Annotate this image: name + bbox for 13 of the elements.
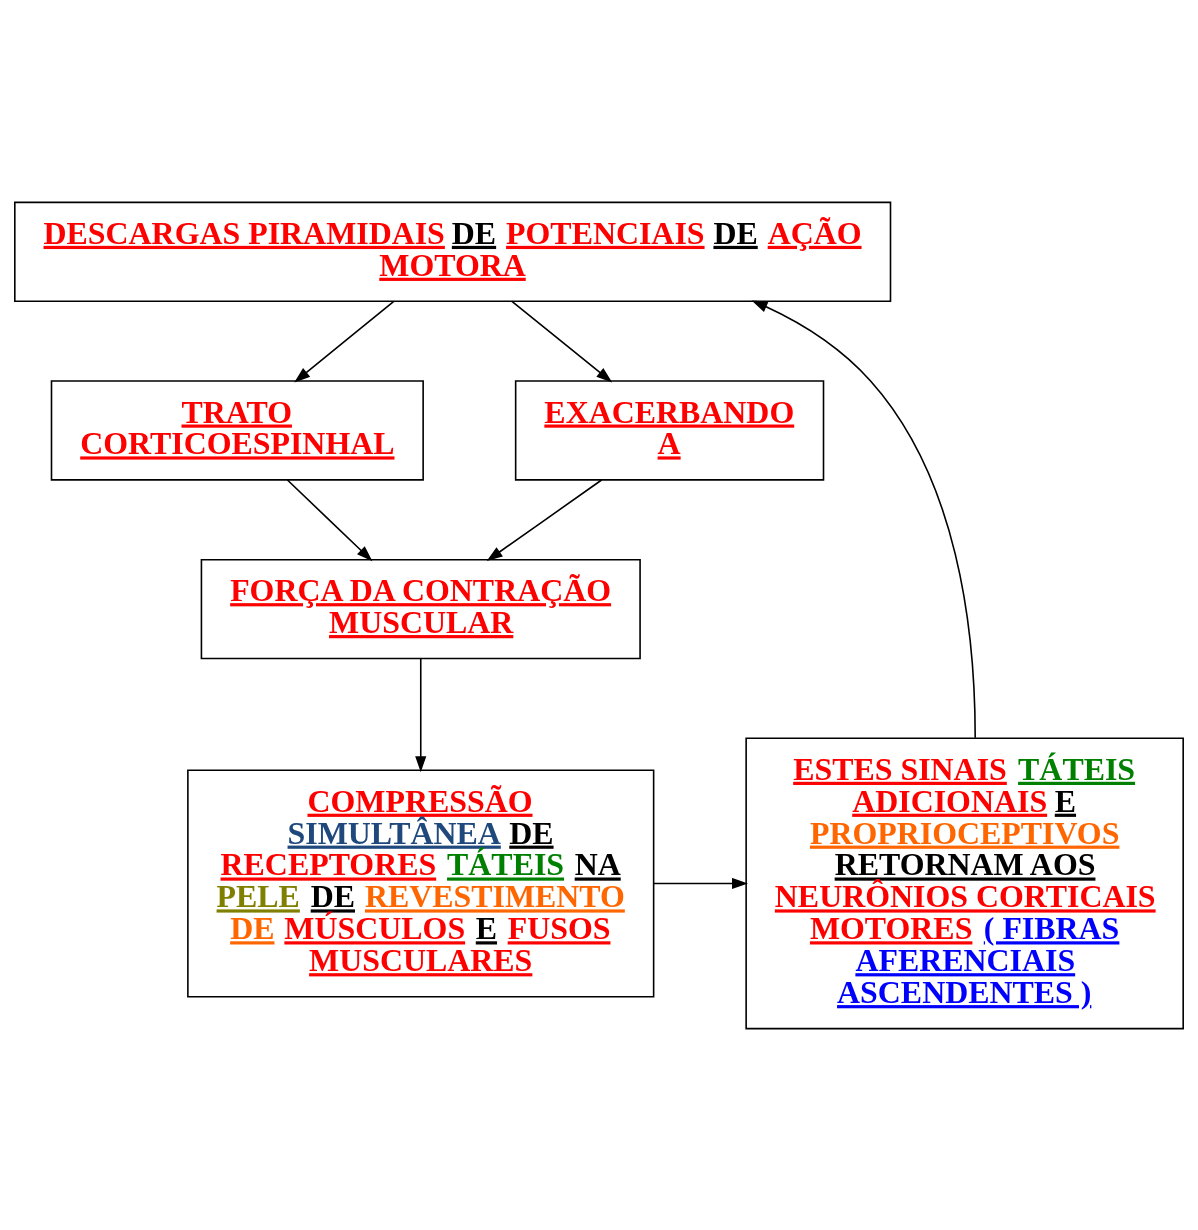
arrow	[415, 657, 427, 772]
arrow	[294, 300, 395, 382]
node-box: FORÇA DA CONTRAÇÃO MUSCULAR	[200, 558, 641, 659]
node-box: COMPRESSÃO SIMULTÂNEA DE RECEPTORES TÁTEIS NA PELE DE REVESTIMENTO DE MÚSCULOS E FUSOS MUSCULARES	[187, 768, 655, 997]
arrow	[751, 299, 976, 739]
arrow	[511, 300, 613, 382]
arrow	[653, 877, 748, 889]
arrow	[486, 478, 603, 561]
node-box: EXACERBANDO A	[514, 379, 825, 481]
arrow	[286, 478, 373, 561]
node-box: TRATO CORTICOESPINHAL	[50, 379, 424, 481]
node-box: ESTES SINAIS TÁTEIS ADICIONAIS E PROPRIOCEPTIVOS RETORNAM AOS NEURÔNIOS CORTICAIS MOTORES ( FIBRAS AFERENCIAIS ASCENDENTES )	[745, 737, 1184, 1029]
node-box: DESCARGAS PIRAMIDAIS DE POTENCIAIS DE AÇÃO MOTORA	[14, 201, 892, 302]
